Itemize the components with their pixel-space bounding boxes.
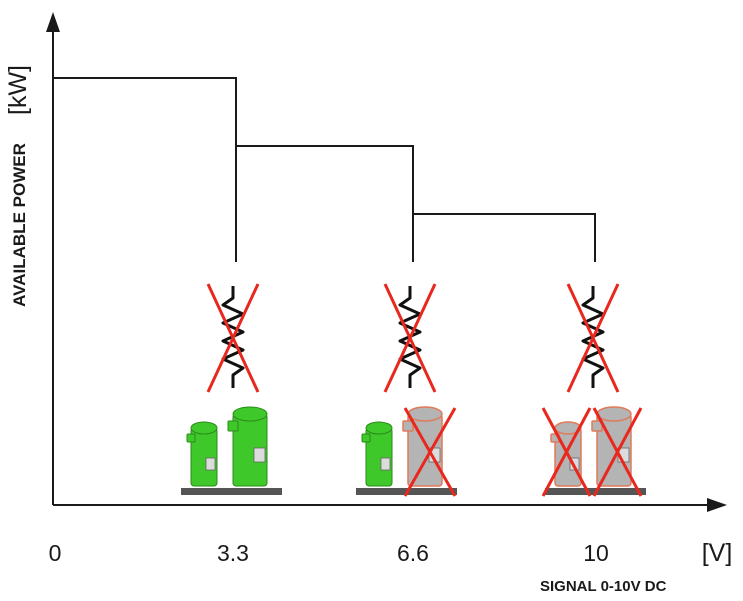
heater-icon [206, 283, 260, 393]
x-axis-arrow-icon [707, 498, 727, 512]
cross-icon [403, 407, 457, 497]
x-unit-label: [V] [702, 539, 733, 567]
compressor-big-icon [591, 406, 632, 487]
y-axis-arrow-icon [46, 12, 60, 32]
stage-10 [541, 283, 646, 497]
heater-icon [566, 283, 620, 393]
x-axis [53, 498, 727, 512]
heater-icon [383, 283, 437, 393]
x-tick-6-6: 6.6 [397, 540, 429, 566]
compressor-big-icon [227, 406, 268, 487]
cross-icon [592, 407, 643, 497]
cross-icon [541, 407, 592, 497]
power-step-line-3 [413, 213, 596, 262]
y-unit-label: [kW] [4, 65, 32, 115]
x-tick-3-3: 3.3 [217, 540, 249, 566]
x-tick-10: 10 [583, 540, 609, 566]
power-step-line-2 [236, 145, 414, 262]
y-axis [46, 12, 60, 505]
stage-3-3 [181, 283, 282, 495]
y-axis-title: AVAILABLE POWER [10, 143, 29, 307]
x-tick-0: 0 [49, 540, 62, 566]
compressor-base [181, 488, 282, 495]
power-step-line [53, 77, 237, 262]
x-axis-caption: SIGNAL 0-10V DC [540, 578, 667, 595]
compressor-big-icon [402, 406, 443, 487]
stage-6-6 [356, 283, 457, 497]
compressor-small-icon [361, 421, 393, 487]
compressor-small-icon [186, 421, 218, 487]
